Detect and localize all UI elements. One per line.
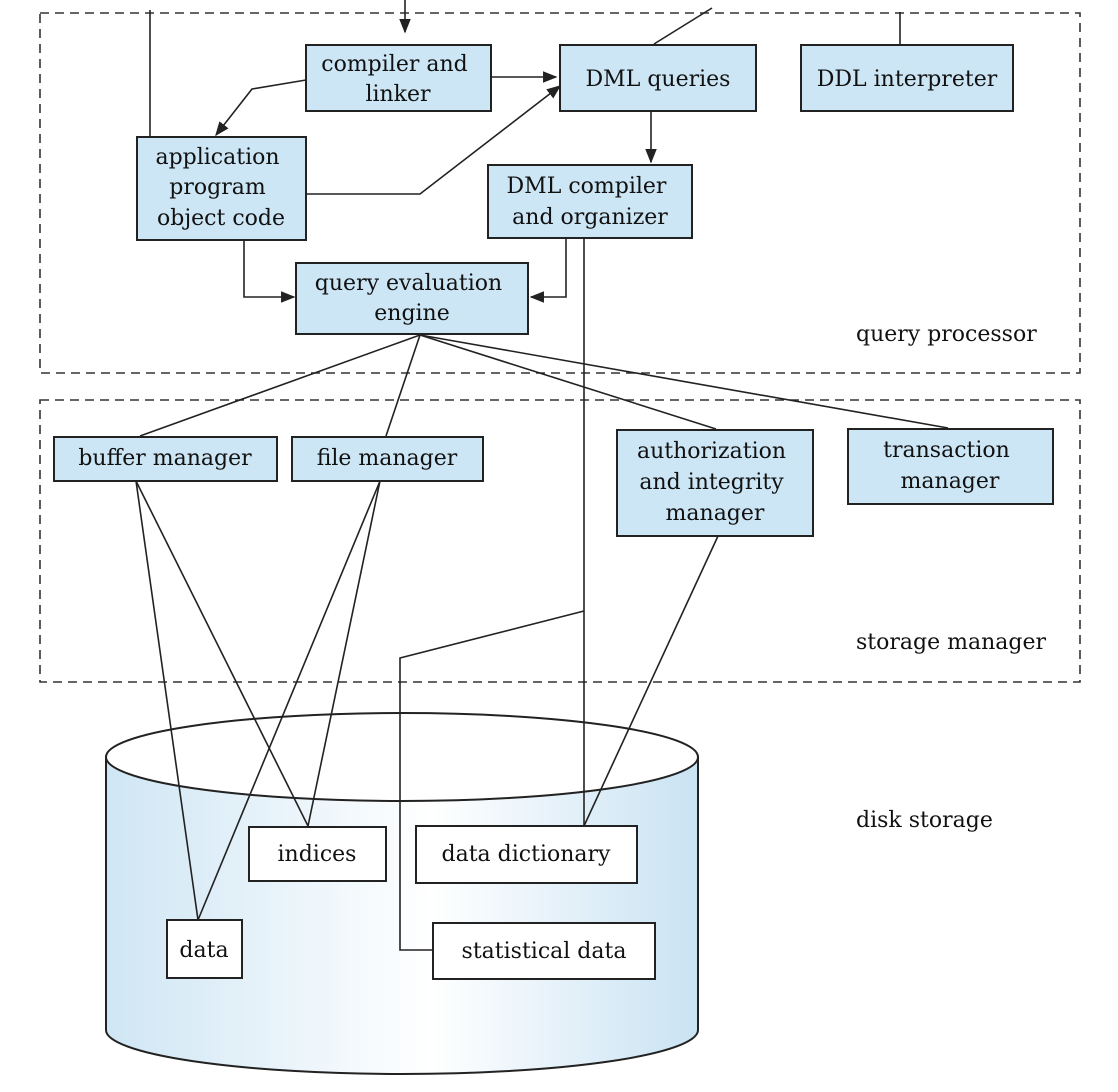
storage-manager-label: storage manager bbox=[856, 630, 1046, 655]
ddl-interpreter-label: DDL interpreter bbox=[817, 67, 998, 92]
buffer-manager-label: buffer manager bbox=[78, 446, 252, 471]
statistical-data-box bbox=[432, 922, 656, 980]
file-manager-label: file manager bbox=[317, 446, 458, 471]
query-evaluation-box bbox=[295, 262, 529, 335]
disk-storage-label: disk storage bbox=[856, 808, 993, 833]
query-processor-label: query processor bbox=[856, 322, 1037, 347]
data-dictionary-label: data dictionary bbox=[442, 842, 612, 867]
statistical-data-label: statistical data bbox=[462, 939, 627, 964]
authorization-integrity-label: authorization and integrity manager bbox=[637, 439, 793, 526]
dml-compiler-label: DML compiler and organizer bbox=[507, 174, 674, 230]
connectors bbox=[135, 0, 949, 951]
query-evaluation-label: query evaluation engine bbox=[315, 271, 509, 326]
indices-box bbox=[248, 826, 387, 882]
indices-label: indices bbox=[278, 842, 357, 867]
compiler-linker-box bbox=[305, 44, 492, 112]
data-label: data bbox=[179, 938, 228, 963]
transaction-manager-box bbox=[847, 428, 1054, 505]
data-dictionary-box bbox=[415, 825, 638, 884]
application-program-box bbox=[136, 136, 307, 241]
compiler-linker-label: compiler and linker bbox=[321, 52, 474, 107]
transaction-manager-label: transaction manager bbox=[883, 438, 1017, 494]
buffer-manager-box bbox=[53, 436, 278, 482]
authorization-integrity-box bbox=[616, 429, 814, 537]
application-program-label: application program object code bbox=[155, 145, 286, 231]
dml-compiler-box bbox=[487, 164, 693, 239]
query-processor-region bbox=[39, 12, 1081, 374]
dml-queries-label: DML queries bbox=[586, 67, 731, 92]
ddl-interpreter-box bbox=[800, 44, 1014, 112]
dml-queries-box bbox=[559, 44, 757, 112]
file-manager-box bbox=[291, 436, 484, 482]
data-box bbox=[166, 919, 243, 979]
